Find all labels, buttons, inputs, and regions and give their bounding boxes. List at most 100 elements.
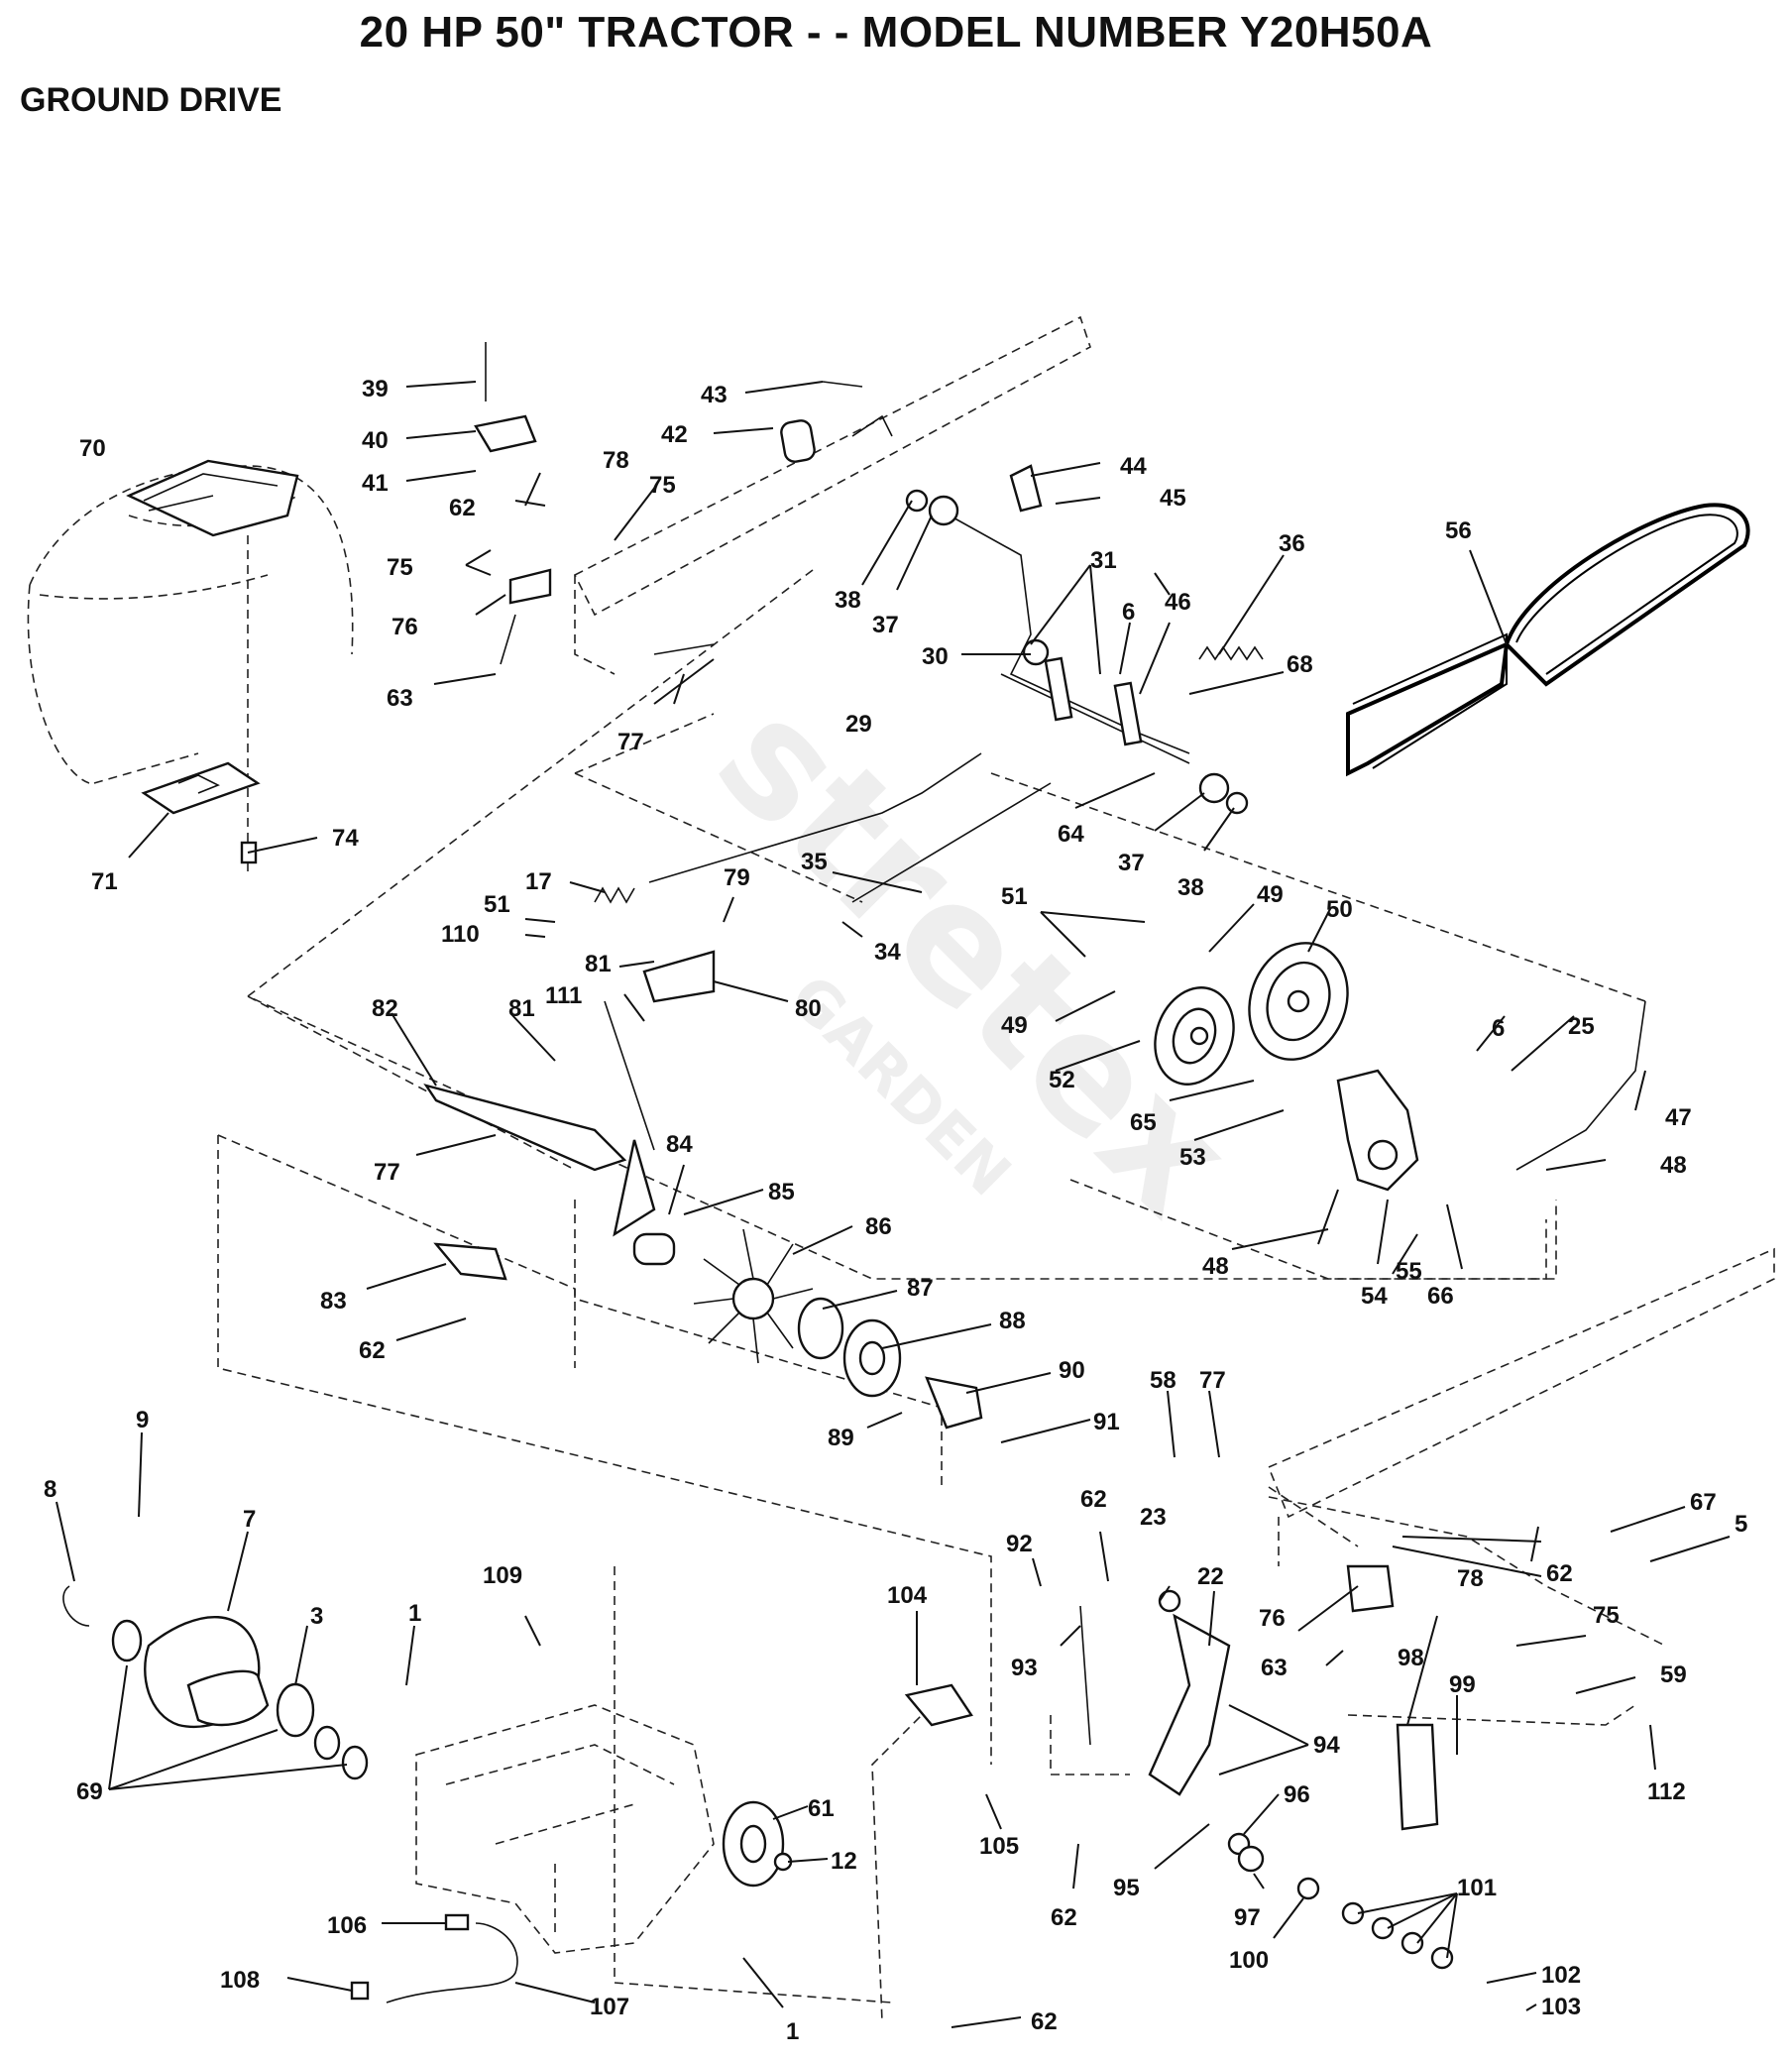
fitting-106 bbox=[444, 1913, 470, 1931]
rod-35 bbox=[851, 782, 1052, 903]
fan-86 bbox=[693, 1228, 814, 1364]
callout-51a: 51 bbox=[484, 891, 510, 918]
plate-71 bbox=[141, 761, 261, 815]
callout-88: 88 bbox=[999, 1308, 1026, 1334]
callout-37a: 37 bbox=[872, 612, 899, 638]
callout-76a: 76 bbox=[392, 614, 418, 640]
frame-rail-lower bbox=[1267, 1247, 1775, 1566]
washer-69a bbox=[111, 1619, 143, 1662]
callout-104: 104 bbox=[887, 1582, 928, 1609]
callout-99: 99 bbox=[1449, 1671, 1476, 1698]
callout-49a: 49 bbox=[1257, 881, 1284, 908]
callout-67: 67 bbox=[1690, 1489, 1717, 1516]
callout-6a: 6 bbox=[1122, 599, 1135, 626]
pulley-52 bbox=[1154, 986, 1235, 1086]
callout-35: 35 bbox=[801, 849, 828, 875]
drive-belt bbox=[1346, 503, 1750, 777]
callout-54: 54 bbox=[1361, 1283, 1388, 1310]
callout-77a: 77 bbox=[617, 729, 644, 755]
washer-3 bbox=[276, 1682, 315, 1738]
callout-3: 3 bbox=[310, 1603, 323, 1630]
callout-1a: 1 bbox=[408, 1600, 421, 1627]
callout-81b: 81 bbox=[508, 995, 535, 1022]
callout-105: 105 bbox=[979, 1833, 1019, 1860]
callout-48b: 48 bbox=[1202, 1253, 1229, 1280]
callout-112: 112 bbox=[1647, 1778, 1686, 1805]
callout-95: 95 bbox=[1113, 1875, 1140, 1901]
callout-76b: 76 bbox=[1259, 1605, 1286, 1632]
callout-39: 39 bbox=[362, 376, 389, 402]
callout-78a: 78 bbox=[603, 447, 629, 474]
hose-107 bbox=[386, 1922, 518, 2004]
callout-45: 45 bbox=[1160, 485, 1186, 512]
callout-90: 90 bbox=[1059, 1357, 1085, 1384]
callout-71: 71 bbox=[91, 868, 118, 895]
callout-77b: 77 bbox=[374, 1159, 400, 1186]
callout-48a: 48 bbox=[1660, 1152, 1687, 1179]
callout-25: 25 bbox=[1568, 1013, 1595, 1040]
callout-23: 23 bbox=[1140, 1504, 1167, 1531]
hub-7 bbox=[144, 1615, 270, 1729]
washer-97 bbox=[1237, 1845, 1265, 1873]
spacer-42 bbox=[780, 419, 816, 463]
callout-30: 30 bbox=[922, 643, 949, 670]
callout-1b: 1 bbox=[786, 2018, 799, 2045]
callout-52: 52 bbox=[1049, 1067, 1075, 1093]
callout-63a: 63 bbox=[387, 685, 413, 712]
callout-82: 82 bbox=[372, 995, 398, 1022]
callout-56: 56 bbox=[1445, 517, 1472, 544]
callout-75a: 75 bbox=[649, 472, 676, 499]
callout-103: 103 bbox=[1541, 1994, 1581, 2020]
bracket-80 bbox=[642, 950, 716, 1003]
callout-34: 34 bbox=[874, 939, 901, 966]
bracket-76b bbox=[1346, 1564, 1395, 1613]
callout-7: 7 bbox=[243, 1506, 256, 1533]
callout-81a: 81 bbox=[585, 951, 612, 977]
callout-62b: 62 bbox=[359, 1337, 386, 1364]
callout-64: 64 bbox=[1058, 821, 1084, 848]
bracket-82 bbox=[423, 1084, 627, 1172]
callout-49b: 49 bbox=[1001, 1012, 1028, 1039]
callout-62c: 62 bbox=[1080, 1486, 1107, 1513]
callout-78b: 78 bbox=[1457, 1565, 1484, 1592]
bracket-104 bbox=[904, 1683, 973, 1727]
callout-53: 53 bbox=[1179, 1144, 1206, 1171]
callout-66: 66 bbox=[1427, 1283, 1454, 1310]
section-heading: GROUND DRIVE bbox=[20, 81, 282, 119]
callout-109: 109 bbox=[483, 1562, 522, 1589]
callout-8: 8 bbox=[44, 1476, 56, 1503]
callout-77c: 77 bbox=[1199, 1367, 1226, 1394]
callout-85: 85 bbox=[768, 1179, 795, 1205]
callout-38a: 38 bbox=[835, 587, 861, 614]
callout-80: 80 bbox=[795, 995, 822, 1022]
callout-46: 46 bbox=[1165, 589, 1191, 616]
callout-29: 29 bbox=[845, 711, 872, 738]
rod-47 bbox=[1515, 1000, 1646, 1171]
callout-106: 106 bbox=[327, 1912, 367, 1939]
bracket-22 bbox=[1148, 1613, 1231, 1796]
washer-69b bbox=[313, 1725, 341, 1761]
callout-62e: 62 bbox=[1051, 1904, 1077, 1931]
knob-23 bbox=[1158, 1589, 1181, 1613]
callout-62f: 62 bbox=[1031, 2008, 1058, 2035]
callout-97: 97 bbox=[1234, 1904, 1261, 1931]
callout-61: 61 bbox=[808, 1795, 835, 1822]
callout-93: 93 bbox=[1011, 1655, 1038, 1681]
bracket-44 bbox=[1009, 464, 1043, 513]
callout-86: 86 bbox=[865, 1213, 892, 1240]
frame-dashed-lines bbox=[217, 569, 1666, 2023]
plug-108 bbox=[350, 1981, 370, 2001]
callout-100: 100 bbox=[1229, 1947, 1269, 1974]
callout-40: 40 bbox=[362, 427, 389, 454]
callout-83: 83 bbox=[320, 1288, 347, 1315]
rod-93 bbox=[1079, 1605, 1091, 1746]
callout-44: 44 bbox=[1120, 453, 1147, 480]
callout-12: 12 bbox=[831, 1848, 857, 1875]
callout-98: 98 bbox=[1398, 1645, 1424, 1671]
callout-75c: 75 bbox=[1593, 1602, 1620, 1629]
callout-89: 89 bbox=[828, 1425, 854, 1451]
callout-47: 47 bbox=[1665, 1104, 1692, 1131]
callout-17: 17 bbox=[525, 868, 552, 895]
callout-labels: 39 40 41 43 42 70 78 62 75 44 45 75 76 3… bbox=[44, 376, 1747, 2045]
callout-79: 79 bbox=[724, 864, 750, 891]
